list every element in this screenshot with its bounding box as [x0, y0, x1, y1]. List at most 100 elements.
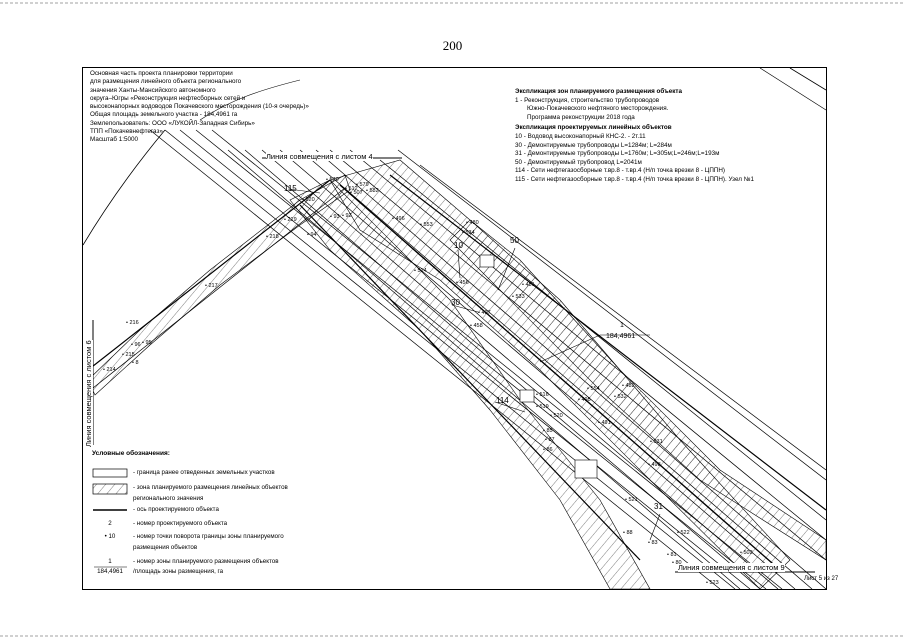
explication-zones-item: Программа реконструкции 2018 года — [527, 113, 635, 121]
point-label: • 497 — [478, 310, 491, 316]
header-line: Масштаб 1:5000 — [90, 136, 138, 144]
point-label: • 94 — [307, 232, 317, 238]
sheet-label: Лист 5 из 27 — [804, 576, 839, 582]
object-label-114: 114 — [496, 396, 509, 405]
object-label-115: 115 — [284, 184, 297, 193]
header-line: округа–Югры «Реконструкция нефтесборных … — [90, 94, 246, 102]
point-label: • 214 — [103, 367, 116, 373]
explication-objects-item: 10 - Водовод высоконапорный КНС-2. - 2т.… — [515, 132, 646, 140]
point-label: • 533 — [512, 294, 525, 300]
legend-text: - номер точки поворота границы зоны план… — [133, 533, 284, 540]
legend-text: - номер проектируемого объекта — [133, 520, 228, 527]
zone-area: 184,4961 — [606, 333, 636, 340]
legend-symbol: • 10 — [104, 533, 116, 540]
map-header: Основная часть проекта планировки террит… — [90, 70, 309, 145]
header-line: значения Ханты-Мансийского автономного — [90, 86, 216, 94]
header-line: для размещения линейного объекта региона… — [90, 78, 242, 86]
point-label: • 88 — [623, 530, 633, 536]
map-label-match-line-6: Линия совмещения с листом 6 — [84, 340, 93, 447]
explication-zones-item: 1 - Реконструкция, строительство трубопр… — [515, 96, 660, 104]
explication-objects-item: 50 - Демонтируемый трубопровод L=2041м — [515, 158, 642, 166]
point-label: • 491 — [598, 420, 611, 426]
object-label-10: 10 — [454, 241, 463, 250]
legend-text: /площадь зоны размещения, га — [133, 568, 224, 575]
point-label: • 219 — [284, 217, 297, 223]
legend-text: регионального значения — [133, 495, 204, 502]
zone-number: 1 — [620, 322, 624, 329]
legend-text: - номер зоны планируемого размещения объ… — [133, 558, 279, 565]
legend-symbol: 1 — [108, 558, 112, 565]
point-label: • 93 — [330, 214, 340, 220]
map-label-match-line-4: Линия совмещения с листом 4 — [266, 152, 373, 161]
point-label: • 523 — [706, 580, 719, 586]
explication-objects-item: 114 - Сети нефтегазосборные т.вр.8 - т.в… — [515, 167, 726, 175]
point-label: • 86 — [543, 447, 553, 453]
point-label: • 96 — [131, 342, 141, 348]
point-label: • 218 — [266, 234, 279, 240]
point-label: • 534 — [462, 230, 475, 236]
explication-objects-title: Экспликация проектируемых линейных объек… — [515, 124, 672, 132]
point-label: • 216 — [126, 320, 139, 326]
header-line: высоконапорных водоводов Покачевского ме… — [90, 103, 309, 111]
point-label: • 87 — [545, 437, 555, 443]
legend-text: - ось проектируемого объекта — [133, 506, 219, 513]
point-label: • 85 — [543, 428, 553, 434]
map-linework — [83, 68, 826, 589]
point-label: • 554 — [587, 386, 600, 392]
point-label: • 516 — [536, 392, 549, 398]
explication-objects-item: 30 - Демонтируемые трубопроводы L=1284м;… — [515, 141, 672, 149]
header-line: Общая площадь земельного участка - 184,4… — [90, 111, 238, 119]
point-label: • 80 — [672, 560, 682, 566]
explication-zones-title: Экспликация зон планируемого размещения … — [515, 88, 683, 95]
point-label: • 95 — [142, 340, 152, 346]
point-label: • 482 — [622, 383, 635, 389]
point-label: • 519 — [536, 404, 549, 410]
point-label: • 512 — [345, 186, 358, 192]
point-label: • 8 — [132, 360, 139, 366]
map-label-match-line-9: Линия совмещения с листом 9 — [678, 563, 785, 572]
point-label: • 81 — [667, 552, 677, 558]
legend-symbols — [92, 468, 128, 568]
map-frame — [82, 67, 827, 590]
point-label: • 507 — [350, 190, 363, 196]
legend-text: - граница ранее отведенных земельных уча… — [133, 469, 275, 476]
header-line: Основная часть проекта планировки террит… — [90, 70, 233, 77]
point-label: • 92 — [342, 213, 352, 219]
page-number: 200 — [442, 38, 463, 53]
point-label: • 458 — [470, 323, 483, 329]
point-label: • 456 — [456, 280, 469, 286]
point-label: • 579 — [356, 182, 369, 188]
explication-zones-item: Южно-Покачевского нефтяного месторождени… — [527, 105, 669, 113]
point-label: • 215 — [122, 352, 135, 358]
point-label: • 531 — [650, 439, 663, 445]
legend-text: размещения объектов — [133, 544, 198, 551]
point-label: • 521 — [625, 497, 638, 503]
point-label: • 498 — [648, 462, 661, 468]
point-label: • 496 — [392, 216, 405, 222]
header-line: ТПП «Покачевнефтегаз» — [90, 128, 163, 136]
point-label: • 582 — [366, 188, 379, 194]
point-label: • 522 — [677, 530, 690, 536]
point-label: • 495 — [578, 397, 591, 403]
object-label-50: 50 — [510, 236, 519, 245]
legend-title: Условные обозначения: — [92, 450, 170, 457]
point-label: • 553 — [420, 222, 433, 228]
point-label: • 570 — [326, 177, 339, 183]
object-label-30: 30 — [451, 298, 460, 307]
point-label: • 532 — [614, 394, 627, 400]
point-label: • 220 — [302, 197, 315, 203]
point-label: • 514 — [414, 268, 427, 274]
point-label: • 502 — [740, 550, 753, 556]
legend-symbol: 2 — [108, 520, 112, 527]
explication: Экспликация зон планируемого размещения … — [515, 88, 754, 185]
point-label: • 520 — [550, 413, 563, 419]
header-line: Землепользователь: ООО «ЛУКОЙЛ-Западная … — [90, 119, 255, 127]
point-label: • 83 — [648, 540, 658, 546]
point-label: • 480 — [466, 220, 479, 226]
explication-objects-item: 115 - Сети нефтегазосборные т.вр.8 - т.в… — [515, 175, 754, 183]
explication-objects-item: 31 - Демонтируемые трубопроводы L=1760м;… — [515, 150, 720, 158]
legend-symbol-area: 184,4961 — [97, 568, 123, 575]
point-label: • 217 — [205, 283, 218, 289]
point-label: • 481 — [522, 282, 535, 288]
